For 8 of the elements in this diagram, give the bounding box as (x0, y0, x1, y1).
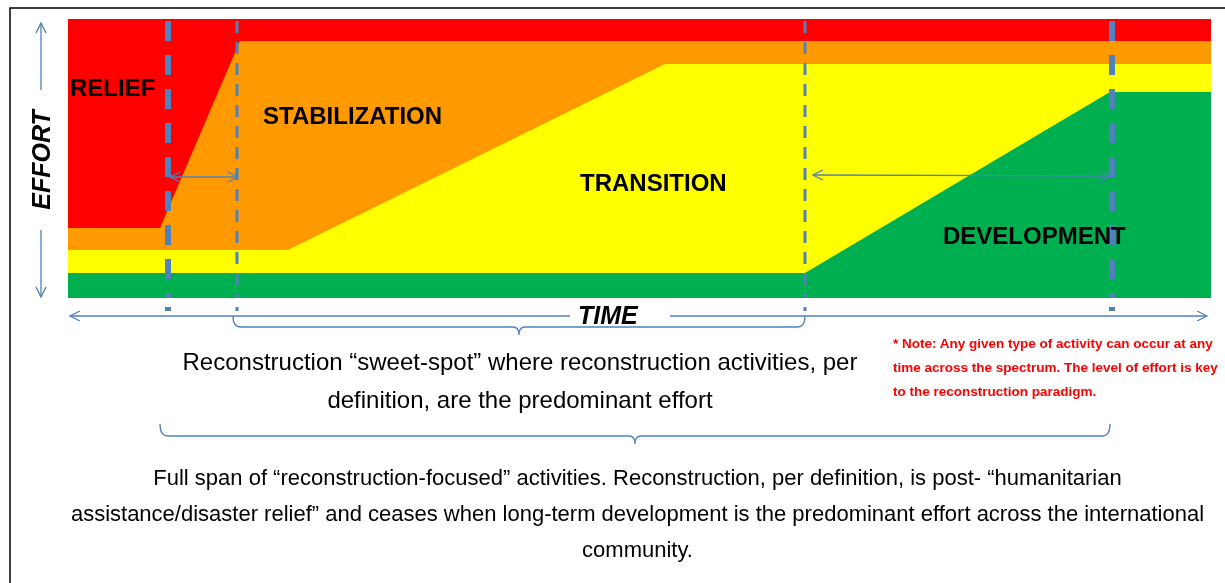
axis-label: TIME (578, 300, 638, 330)
bracket-caption: Full span of “reconstruction-focused” activities. Reconstruction, per definition, is post- “humanitarian assistance/disaster relief” and ceases when long-term development is the predominant effort across the international community. (69, 464, 1206, 564)
phase-label: STABILIZATION (263, 102, 443, 131)
phase-label: TRANSITION (580, 169, 727, 198)
note-text: * Note: Any given type of activity can occur at any time across the spectrum. The level of effort is key to the reconstruction paradigm. (893, 335, 1219, 401)
axis-label: EFFORT (25, 110, 56, 210)
bracket-caption: Reconstruction “sweet-spot” where reconstruction activities, per definition, are the predominant effort (181, 347, 859, 415)
phase-label: RELIEF (70, 74, 156, 103)
